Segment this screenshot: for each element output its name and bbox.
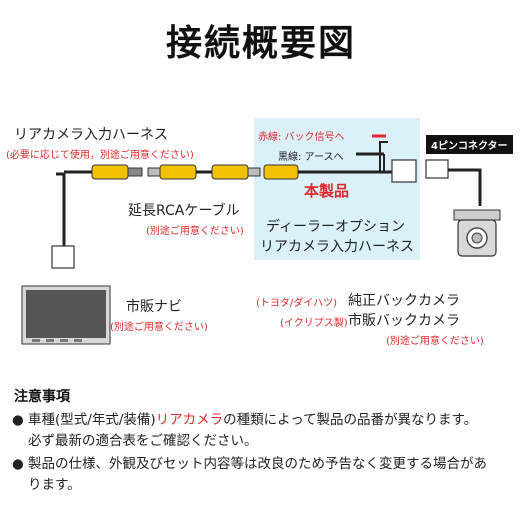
note-2-line1: 製品の仕様、外観及びセット内容等は改良のため予告なく変更する場合があ [28, 456, 487, 472]
camera-brand-2: (イクリプス製) [280, 318, 348, 329]
camera-bracket [453, 209, 501, 221]
rca-plug-1-tip [127, 167, 143, 177]
rca-plug-3-tip [247, 167, 261, 177]
rca-plug-2-tip [147, 167, 161, 177]
product-label: 本製品 [304, 182, 350, 200]
navi-note: (別途ご用意ください) [110, 322, 208, 333]
camera-brand-1: (トヨタ/ダイハツ) [256, 298, 337, 309]
camera-label-1: 純正バックカメラ [348, 293, 460, 309]
black-wire-label: 黒線: アースへ [278, 152, 344, 163]
rca-note: (別途ご用意ください) [146, 226, 244, 237]
note-1-highlight: リアカメラ [155, 412, 224, 428]
navi-screen [26, 290, 106, 338]
product-4pin-connector [391, 159, 417, 183]
note-2-line2: ります。 [28, 477, 81, 493]
camera-label-2: 市販バックカメラ [348, 313, 460, 329]
note-1: ●車種(型式/年式/装備)リアカメラの種類によって製品の品番が異なります。 必ず… [12, 410, 512, 452]
camera-cable [448, 168, 482, 206]
red-wire-label: 赤線: バック信号へ [258, 132, 345, 143]
notes-title: 注意事項 [14, 389, 70, 405]
mating-4pin-connector [425, 159, 449, 179]
product-highlight-area [254, 118, 420, 260]
note-1-post: の種類によって製品の品番が異なります。 [223, 412, 478, 428]
page-title: 接続概要図 [165, 23, 356, 64]
note-bullet: ● [12, 412, 24, 428]
note-2: ●製品の仕様、外観及びセット内容等は改良のため予告なく変更する場合があ ります。 [12, 454, 512, 496]
product-name-line2: リアカメラ入力ハーネス [260, 239, 414, 255]
note-bullet: ● [12, 456, 24, 472]
note-1-pre: 車種(型式/年式/装備) [28, 412, 156, 428]
rca-plug-3 [211, 164, 249, 180]
product-name-line1: ディーラーオプション [266, 219, 406, 235]
camera-note: (別途ご用意ください) [386, 336, 484, 347]
rca-label: 延長RCAケーブル [128, 203, 240, 219]
harness-label: リアカメラ入力ハーネス [14, 127, 168, 143]
harness-note: (必要に応じて使用，別途ご用意ください) [6, 150, 194, 161]
navi-label: 市販ナビ [126, 299, 182, 315]
connector-badge: 4ピンコネクター [426, 135, 513, 154]
rca-plug-1 [91, 164, 129, 180]
harness-end-connector [51, 245, 75, 269]
harness-cable-down [56, 172, 66, 248]
rca-plug-2 [159, 164, 197, 180]
rca-plug-4 [263, 164, 299, 180]
note-1-line2: 必ず最新の適合表をご確認ください。 [28, 433, 258, 449]
